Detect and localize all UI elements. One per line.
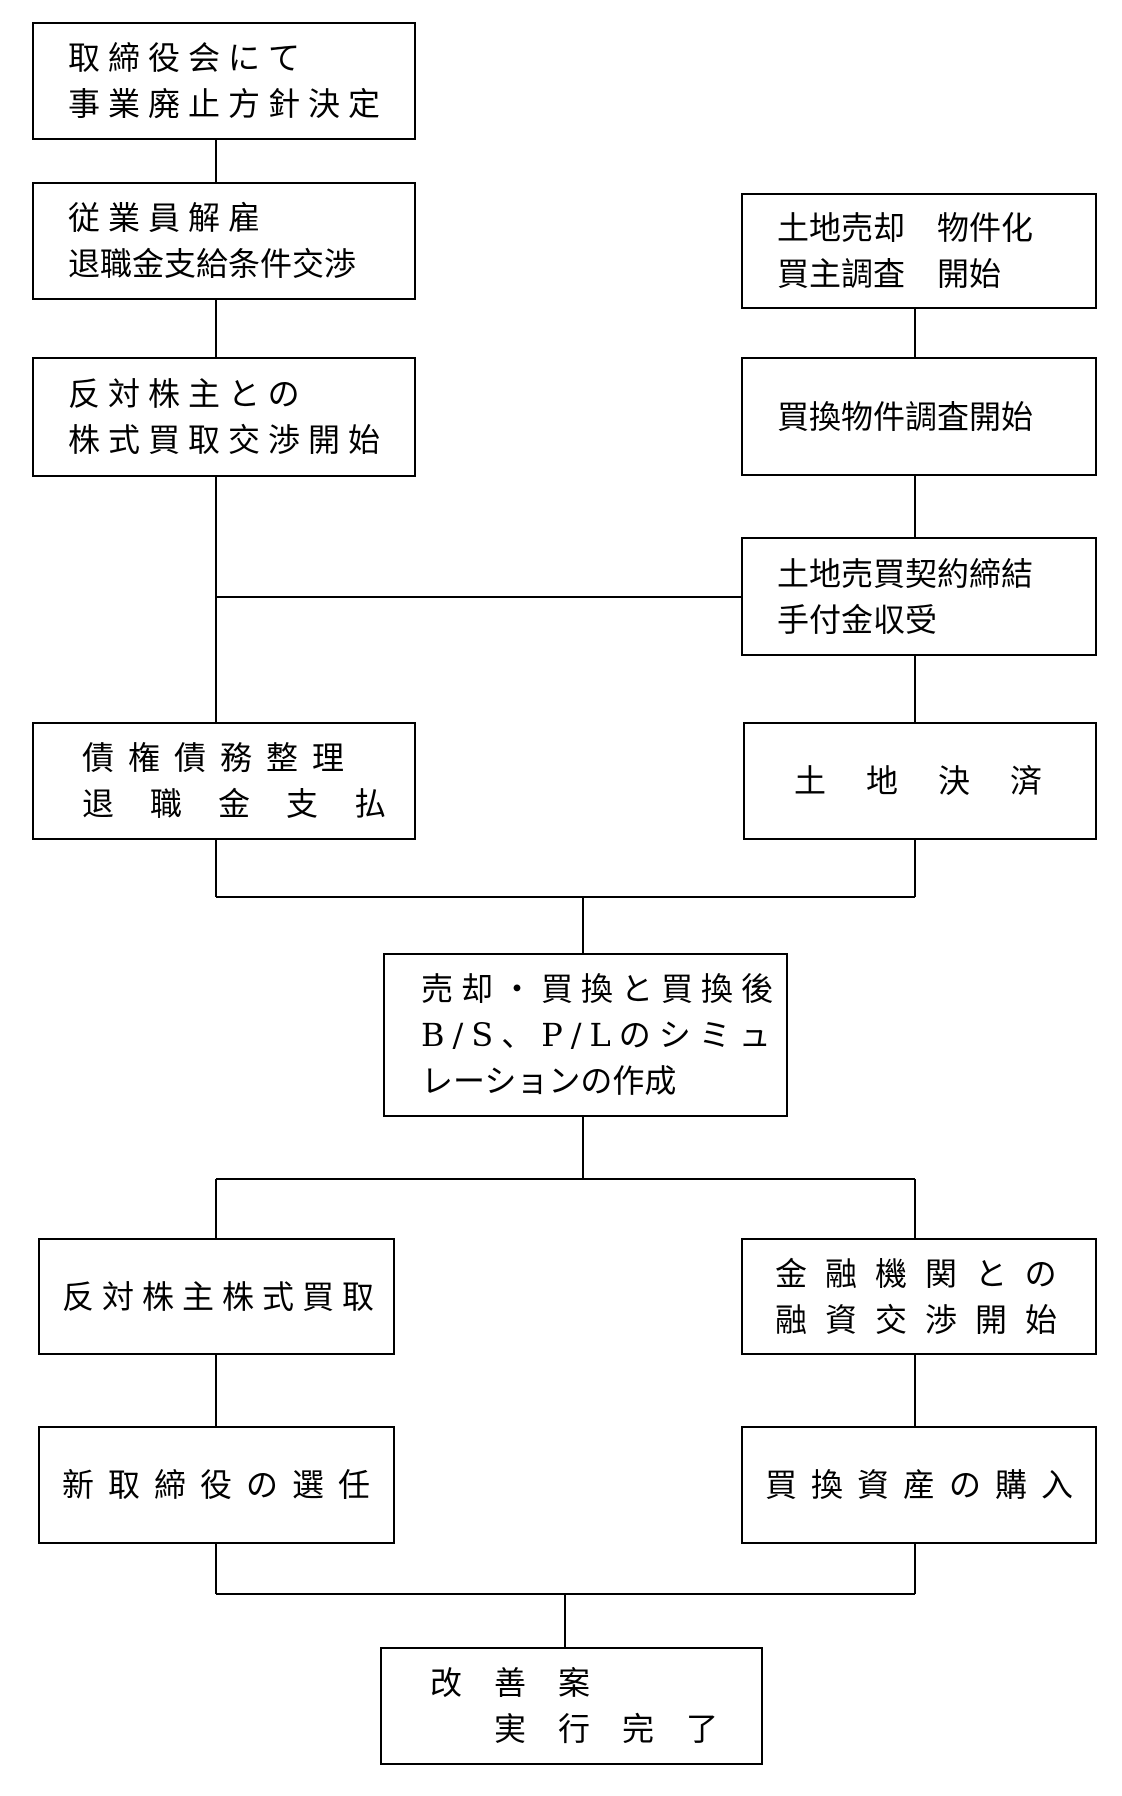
box-text: 取締役会にて <box>68 39 309 77</box>
box-text: 買換資産の購入 <box>765 1466 1088 1504</box>
director-election-box: 新取締役の選任 <box>38 1426 395 1544</box>
asset-purchase-box: 買換資産の購入 <box>741 1426 1097 1544</box>
share-purchase-box: 反対株主株式買取 <box>38 1238 395 1355</box>
dismissal-box: 従業員解雇 退職金支給条件交渉 <box>32 182 416 300</box>
box-text: 手付金収受 <box>777 600 938 639</box>
simulation-box: 売却・買換と買換後 B/S、P/Lのシミュ レーションの作成 <box>383 953 788 1117</box>
box-text: 融資交渉開始 <box>775 1300 1076 1339</box>
box-text: 買主調査 開始 <box>777 255 1002 293</box>
box-text: 土地売買契約締結 <box>777 554 1034 593</box>
box-text: 新取締役の選任 <box>62 1466 385 1504</box>
completion-box: 改 善 案 実 行 完 了 <box>380 1647 763 1765</box>
box-text: 売却・買換と買換後 <box>421 970 782 1008</box>
land-sale-box: 土地売却 物件化 買主調査 開始 <box>741 193 1097 309</box>
box-text: 土 地 決 済 <box>793 762 1046 800</box>
box-text: 反対株主株式買取 <box>62 1277 383 1316</box>
box-text: 退職金支払 <box>82 785 423 823</box>
box-text: 買換物件調査開始 <box>777 397 1034 436</box>
box-text: 反対株主との <box>68 375 308 413</box>
box-text: 金融機関との <box>775 1254 1075 1293</box>
box-text: レーションの作成 <box>421 1062 677 1100</box>
box-text: 株式買取交渉開始 <box>68 421 389 459</box>
debt-settlement-box: 債権債務整理 退職金支払 <box>32 722 416 840</box>
box-text: 債権債務整理 <box>82 739 359 777</box>
box-text: 事業廃止方針決定 <box>68 85 389 123</box>
box-text: 従業員解雇 <box>68 199 269 237</box>
box-text: 改 善 案 <box>430 1664 591 1702</box>
loan-negotiation-box: 金融機関との 融資交渉開始 <box>741 1238 1097 1355</box>
box-text: 土地売却 物件化 <box>777 209 1034 247</box>
replacement-survey-box: 買換物件調査開始 <box>741 357 1097 476</box>
dissent-negotiation-box: 反対株主との 株式買取交渉開始 <box>32 357 416 477</box>
box-text: B/S、P/Lのシミュ <box>421 1016 779 1054</box>
box-text: 退職金支給条件交渉 <box>68 245 357 283</box>
land-contract-box: 土地売買契約締結 手付金収受 <box>741 537 1097 656</box>
box-text: 実 行 完 了 <box>430 1710 719 1748</box>
land-settlement-box: 土 地 決 済 <box>743 722 1097 840</box>
resolution-box: 取締役会にて 事業廃止方針決定 <box>32 22 416 140</box>
